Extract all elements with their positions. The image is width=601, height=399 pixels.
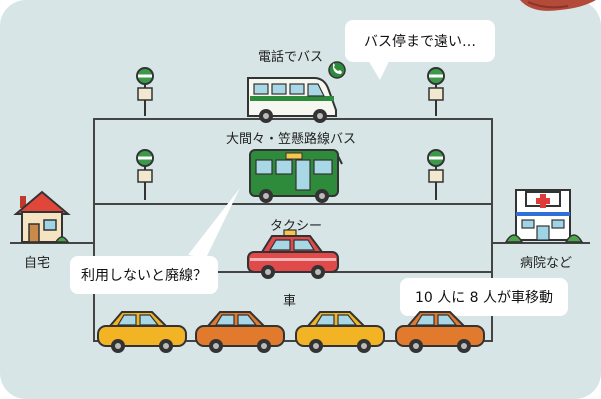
car-1 xyxy=(97,311,187,353)
bubble-far-stop: バス停まで遠い… xyxy=(345,20,495,62)
label-taxi: タクシー xyxy=(270,219,323,234)
bubble-car-ratio: 10 人に 8 人が車移動 xyxy=(400,278,568,316)
bubble-abolish: 利用しないと廃線？ xyxy=(70,256,218,294)
label-home: 自宅 xyxy=(24,256,51,271)
label-car: 車 xyxy=(283,294,297,309)
label-route-bus: 大間々・笠懸路線バス xyxy=(226,132,357,147)
label-hospital: 病院など xyxy=(520,256,573,271)
car-2 xyxy=(195,311,285,353)
car-4 xyxy=(395,311,485,353)
car-3 xyxy=(295,311,385,353)
label-demand-bus: 電話でバス xyxy=(258,50,324,65)
